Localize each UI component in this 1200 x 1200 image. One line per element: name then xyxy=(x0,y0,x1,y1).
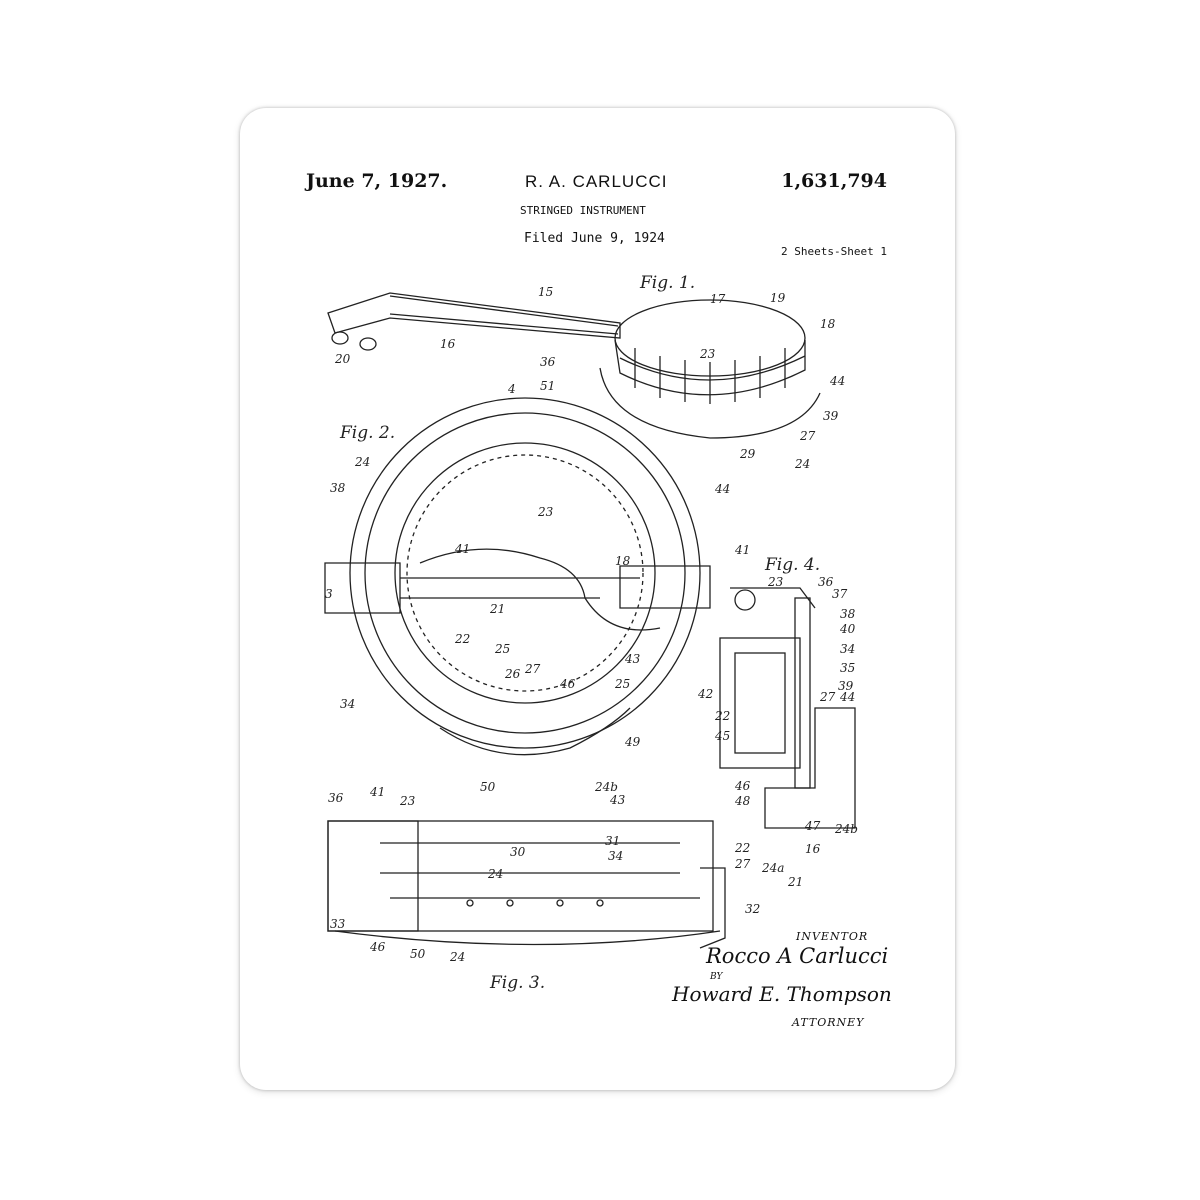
reference-numeral: 47 xyxy=(804,819,821,833)
reference-numeral: 41 xyxy=(454,542,470,556)
reference-numeral: 21 xyxy=(489,602,505,616)
figure-label: Fig. 3. xyxy=(489,973,545,993)
reference-numeral: 30 xyxy=(510,845,526,859)
reference-numeral: 24 xyxy=(794,457,810,471)
reference-numeral: 22 xyxy=(454,632,470,646)
reference-numeral: 31 xyxy=(605,834,620,848)
reference-numeral: 41 xyxy=(369,785,385,799)
reference-numeral: 34 xyxy=(608,849,623,863)
reference-numeral: 18 xyxy=(615,554,631,568)
reference-numeral: 16 xyxy=(805,842,821,856)
reference-numeral: 49 xyxy=(624,735,641,749)
reference-numeral: 36 xyxy=(540,355,556,369)
reference-numeral: 19 xyxy=(770,291,786,305)
reference-numeral: 40 xyxy=(839,622,856,636)
figure-1-drawing xyxy=(328,293,820,438)
reference-numeral: 16 xyxy=(440,337,456,351)
reference-numeral: 24 xyxy=(487,867,503,881)
reference-numeral: 23 xyxy=(537,505,554,519)
reference-numeral: 38 xyxy=(840,607,856,621)
reference-numeral: 38 xyxy=(330,481,346,495)
reference-numeral: 4 xyxy=(507,382,516,396)
reference-numeral: 50 xyxy=(410,947,426,961)
by-label: BY xyxy=(710,972,722,982)
reference-numeral: 17 xyxy=(710,292,726,306)
reference-numeral: 51 xyxy=(540,379,555,393)
figure-label: Fig. 2. xyxy=(339,423,395,443)
reference-numeral: 25 xyxy=(494,642,510,656)
reference-numeral: 23 xyxy=(767,575,784,589)
reference-numeral: 46 xyxy=(369,940,386,954)
reference-numeral: 48 xyxy=(734,794,751,808)
figure-2-drawing xyxy=(325,398,710,755)
reference-numeral: 21 xyxy=(787,875,803,889)
reference-numeral: 41 xyxy=(734,543,750,557)
patent-sticker: June 7, 1927. R. A. CARLUCCI 1,631,794 S… xyxy=(240,108,955,1090)
reference-numeral: 27 xyxy=(524,662,541,676)
reference-numeral: 3 xyxy=(325,587,333,601)
reference-numeral: 50 xyxy=(480,780,496,794)
reference-numeral: 24 xyxy=(449,950,465,964)
reference-numeral: 24b xyxy=(594,780,618,794)
reference-numeral: 46 xyxy=(559,677,576,691)
reference-numeral: 44 xyxy=(714,482,730,496)
attorney-label: ATTORNEY xyxy=(792,1016,864,1029)
reference-numeral: 29 xyxy=(739,447,756,461)
inventor-signature: Rocco A Carlucci xyxy=(706,944,888,968)
reference-numeral: 35 xyxy=(840,661,855,675)
reference-numeral: 34 xyxy=(840,642,855,656)
reference-numeral: 44 xyxy=(839,690,855,704)
reference-numeral: 24 xyxy=(354,455,370,469)
reference-numeral: 46 xyxy=(734,779,751,793)
reference-numeral: 22 xyxy=(734,841,750,855)
inventor-label: INVENTOR xyxy=(796,930,868,943)
reference-numeral: 44 xyxy=(829,374,845,388)
reference-numeral: 43 xyxy=(609,793,626,807)
reference-numeral: 42 xyxy=(697,687,713,701)
reference-numeral: 25 xyxy=(614,677,630,691)
reference-numeral: 23 xyxy=(399,794,416,808)
reference-numeral: 45 xyxy=(714,729,730,743)
reference-numeral: 18 xyxy=(820,317,836,331)
figure-3-drawing xyxy=(328,821,725,948)
attorney-signature: Howard E. Thompson xyxy=(672,982,892,1006)
reference-numeral: 39 xyxy=(823,409,839,423)
reference-numeral: 22 xyxy=(714,709,730,723)
reference-numeral: 20 xyxy=(334,352,351,366)
figure-label: Fig. 4. xyxy=(764,555,820,575)
reference-numeral: 23 xyxy=(699,347,716,361)
reference-numeral: 24b xyxy=(834,822,858,836)
reference-numeral: 32 xyxy=(745,902,760,916)
figure-label: Fig. 1. xyxy=(639,273,695,293)
reference-numeral: 27 xyxy=(819,690,836,704)
reference-numeral: 24a xyxy=(761,861,784,875)
reference-numeral: 26 xyxy=(504,667,521,681)
reference-numeral: 27 xyxy=(799,429,816,443)
reference-numeral: 34 xyxy=(340,697,355,711)
reference-numeral: 27 xyxy=(734,857,751,871)
reference-numeral: 36 xyxy=(328,791,344,805)
reference-numeral: 43 xyxy=(624,652,641,666)
reference-numeral: 15 xyxy=(538,285,553,299)
reference-numeral: 33 xyxy=(330,917,346,931)
reference-numeral: 37 xyxy=(832,587,848,601)
